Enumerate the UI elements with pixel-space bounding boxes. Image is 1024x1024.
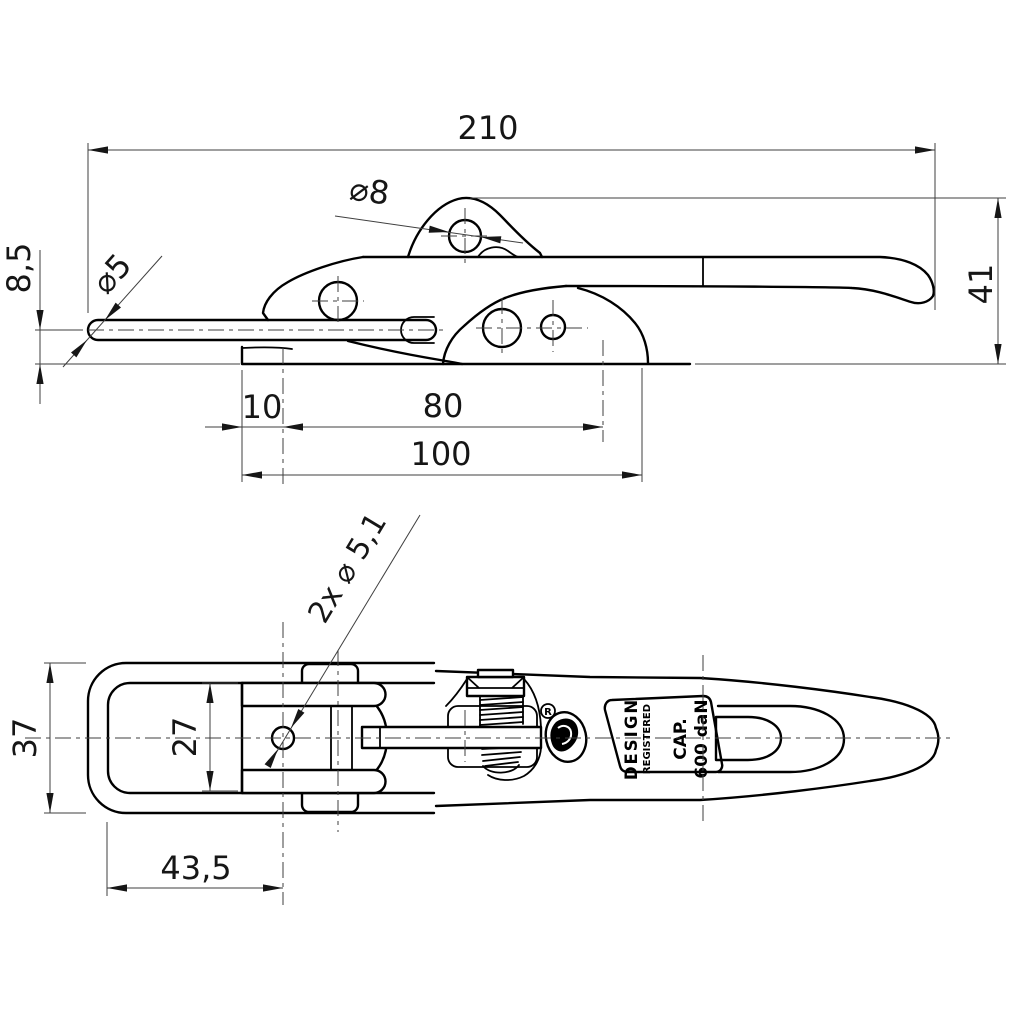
design-registered-text: DESIGN REGISTERED bbox=[622, 698, 653, 780]
lever-upper-edge bbox=[261, 255, 365, 322]
spring-housing-curves bbox=[445, 678, 542, 781]
base-plate bbox=[240, 345, 692, 366]
nut-chamfers bbox=[466, 676, 525, 689]
dim-bracket-inner-width: 27 bbox=[166, 717, 204, 758]
side-view-centerlines bbox=[58, 208, 604, 487]
bracket-tab-top bbox=[300, 662, 360, 685]
spring-edges bbox=[479, 695, 524, 727]
side-view-part bbox=[86, 196, 935, 366]
bracket-top-curve bbox=[503, 284, 568, 300]
body-outline bbox=[434, 669, 940, 808]
base-top-edge bbox=[241, 346, 293, 350]
cap-text: CAP. bbox=[671, 718, 691, 759]
clamp-bracket bbox=[240, 662, 389, 814]
branding: R bbox=[540, 703, 588, 764]
bracket-arm-bottom bbox=[240, 768, 387, 795]
plan-view: R DESIGN REGISTERED CAP. 600 daN bbox=[6, 507, 955, 905]
bracket-right-curve bbox=[576, 286, 650, 365]
side-view: 210 41 8,5 ⌀5 ⌀8 bbox=[0, 109, 1006, 487]
handle-outline bbox=[361, 255, 935, 305]
dim-hole-edge-offset: 10 bbox=[242, 388, 283, 426]
bracket-tab-bottom bbox=[300, 791, 360, 814]
cap-value-text: 600 daN bbox=[692, 699, 712, 778]
bracket-arm-top bbox=[240, 681, 387, 708]
dim-rod-diameter: ⌀5 bbox=[84, 246, 139, 301]
nut-cap bbox=[476, 668, 515, 679]
registered-mark-circle bbox=[540, 703, 556, 719]
registered-text: REGISTERED bbox=[642, 704, 653, 774]
dim-hole-spacing: 80 bbox=[423, 387, 464, 425]
side-view-dimensions: 210 41 8,5 ⌀5 ⌀8 bbox=[0, 109, 1006, 482]
brand-logo-glyph bbox=[550, 718, 579, 752]
dim-base-length: 100 bbox=[410, 435, 471, 473]
brand-logo-detail bbox=[557, 724, 573, 745]
handle-slot-outer bbox=[716, 704, 846, 774]
dim-body-width: 37 bbox=[6, 718, 44, 759]
hook-lip bbox=[477, 246, 519, 258]
dim-rod-center-height: 8,5 bbox=[0, 243, 38, 294]
panel-outline bbox=[603, 694, 724, 774]
design-text: DESIGN bbox=[622, 698, 641, 780]
dim-hook-hole-diameter: ⌀8 bbox=[347, 170, 392, 213]
dim-loop-length: 43,5 bbox=[160, 849, 231, 887]
hook-hump-outline bbox=[406, 196, 544, 259]
adjust-nut bbox=[465, 675, 526, 698]
dim-overall-length: 210 bbox=[457, 109, 518, 147]
dim-mounting-holes: 2x ⌀ 5,1 bbox=[302, 507, 395, 629]
spring-bottom-arc bbox=[482, 764, 520, 774]
capacity-text: CAP. 600 daN bbox=[671, 699, 712, 778]
registered-mark: R bbox=[544, 707, 552, 718]
brand-logo bbox=[544, 710, 588, 764]
bracket-left-curve bbox=[441, 296, 507, 366]
dim-overall-height: 41 bbox=[962, 264, 1000, 305]
plan-view-centerlines bbox=[25, 622, 955, 905]
spring-coils-upper bbox=[479, 696, 524, 726]
stamped-panel: DESIGN REGISTERED CAP. 600 daN bbox=[603, 694, 724, 780]
